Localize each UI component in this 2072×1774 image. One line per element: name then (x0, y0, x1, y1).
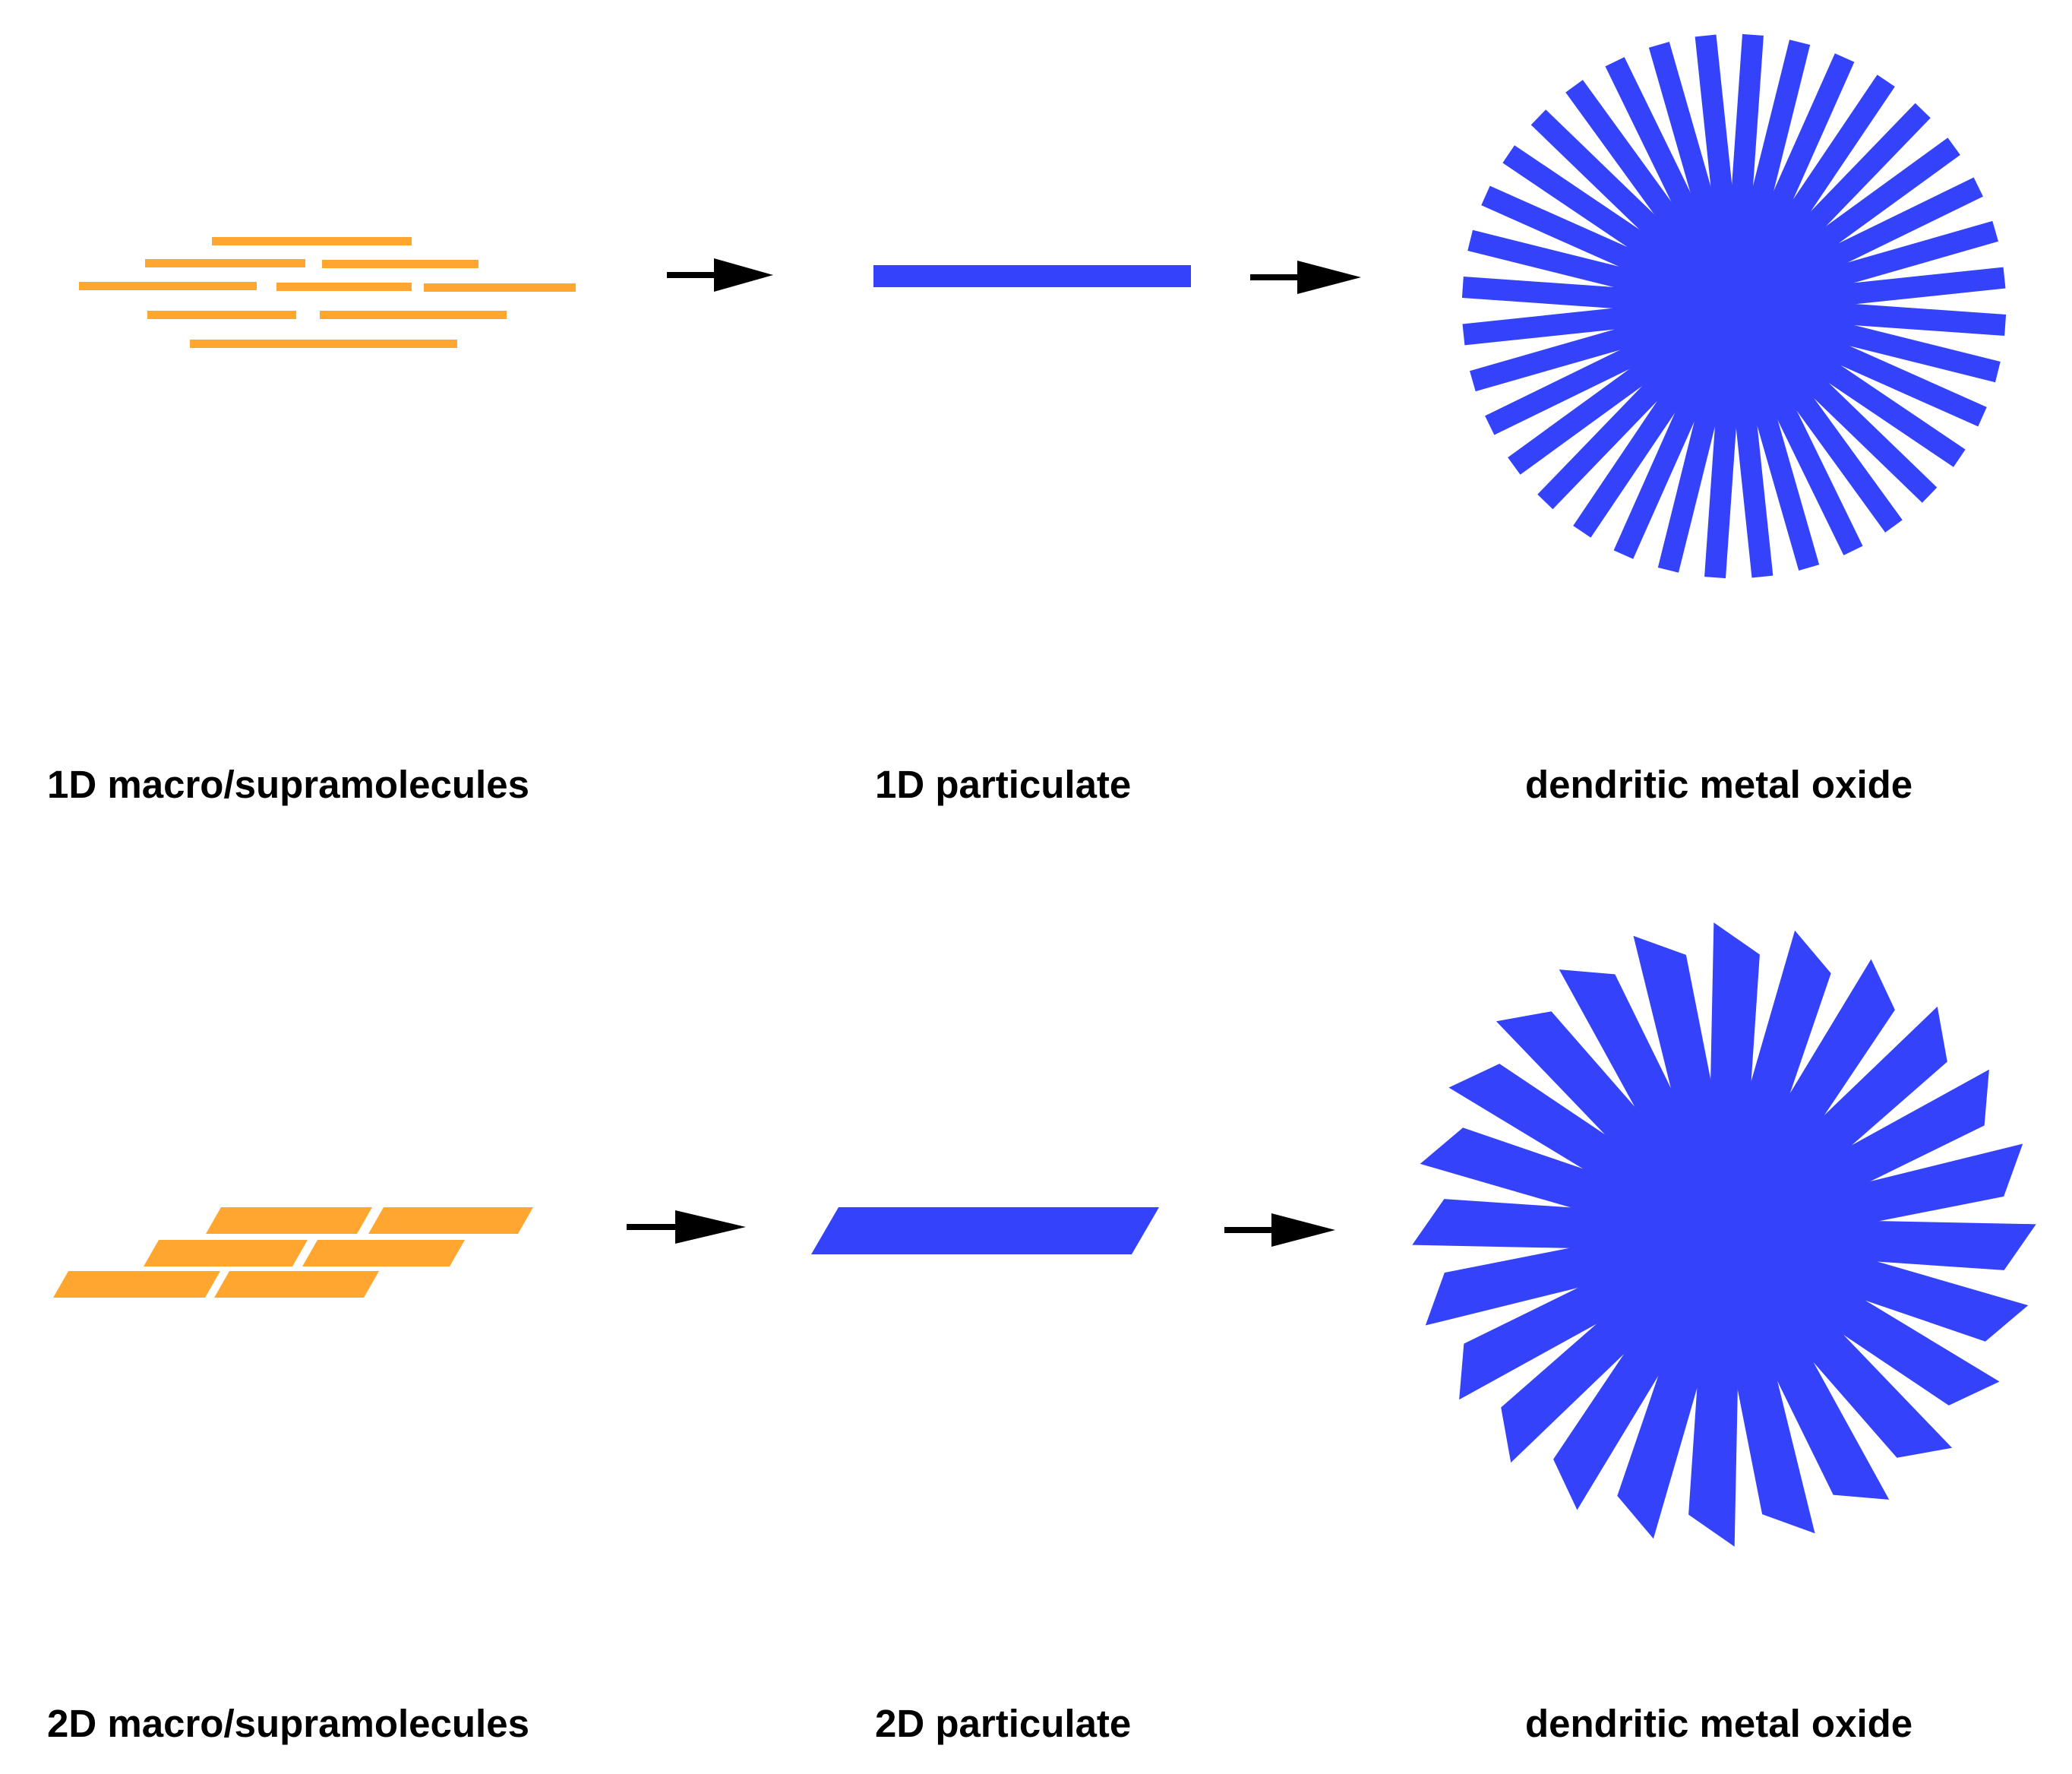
row2-particle-sheet (811, 1207, 1159, 1254)
star-sheet-ray (1448, 1064, 1733, 1249)
star-ray (1613, 302, 1744, 559)
precursor-rod (320, 311, 507, 319)
star-ray (1657, 303, 1745, 573)
precursor-sheet (214, 1271, 379, 1298)
row1-precursor-rods (79, 237, 576, 348)
star-ray (1728, 297, 1966, 467)
row2-arrow-1 (627, 1210, 746, 1244)
row1-precursor-label: 1D macro/supramolecules (47, 763, 529, 806)
star-sheet-ray (1496, 1011, 1737, 1247)
row2-dendritic-star (1412, 922, 2036, 1547)
star-ray (1537, 299, 1742, 510)
star-sheet-ray (1710, 959, 1895, 1244)
star-sheet-ray (1719, 1218, 2029, 1342)
star-sheet-ray (1420, 1127, 1729, 1251)
star-ray (1704, 305, 1745, 579)
star-sheet-ray (1711, 1222, 1953, 1458)
precursor-rod (322, 260, 479, 268)
precursor-sheet (144, 1240, 308, 1266)
row2-precursor-label: 2D macro/supramolecules (47, 1702, 529, 1745)
precursor-rod (276, 283, 412, 291)
star-ray (1461, 277, 1735, 317)
star-ray (1726, 298, 1938, 503)
row1-arrow-1 (667, 258, 773, 292)
precursor-rod (147, 311, 296, 319)
star-sheet-ray (1707, 922, 1760, 1235)
row2-arrow-2 (1224, 1213, 1335, 1247)
star-ray (1502, 145, 1740, 315)
precursor-sheet (302, 1240, 465, 1266)
precursor-sheet (53, 1271, 220, 1298)
star-ray (1467, 229, 1737, 317)
star-ray (1724, 53, 1855, 311)
star-sheet-ray (1501, 1222, 1736, 1463)
row1-dendritic-star (1461, 33, 2007, 579)
star-sheet-ray (1707, 930, 1831, 1240)
row1-arrow-2 (1250, 261, 1361, 294)
star-sheet-ray (1688, 1234, 1741, 1547)
precursor-rod (79, 282, 257, 290)
precursor-rod (190, 340, 457, 348)
row1-particle-rod (873, 265, 1191, 287)
precursor-sheet (368, 1207, 533, 1234)
star-ray (1723, 33, 1764, 307)
row2-precursor-sheets (53, 1207, 533, 1298)
star-sheet-ray (1617, 1229, 1741, 1539)
star-ray (1732, 267, 2006, 317)
star-sheet-ray (1412, 1199, 1725, 1251)
row1-product-label: dendritic metal oxide (1525, 763, 1913, 806)
star-ray (1725, 74, 1895, 312)
star-ray (1729, 296, 1987, 427)
row1-particle-label: 1D particulate (875, 763, 1132, 806)
star-ray (1481, 185, 1739, 316)
star-ray (1573, 300, 1743, 538)
star-ray (1726, 103, 1931, 314)
precursor-rod (145, 259, 305, 267)
star-ray (1723, 40, 1811, 309)
row2-particle-label: 2D particulate (875, 1702, 1132, 1745)
row2-product-label: dendritic metal oxide (1525, 1702, 1913, 1745)
star-sheet-ray (1712, 1006, 1947, 1247)
precursor-sheet (206, 1207, 372, 1234)
star-sheet-ray (1720, 1143, 2023, 1251)
star-sheet-ray (1553, 1225, 1739, 1510)
precursor-rod (424, 283, 576, 292)
precursor-rod (212, 237, 412, 245)
star-ray (1731, 296, 2001, 383)
star-ray (1530, 109, 1742, 315)
star-sheet-ray (1715, 1220, 2000, 1406)
